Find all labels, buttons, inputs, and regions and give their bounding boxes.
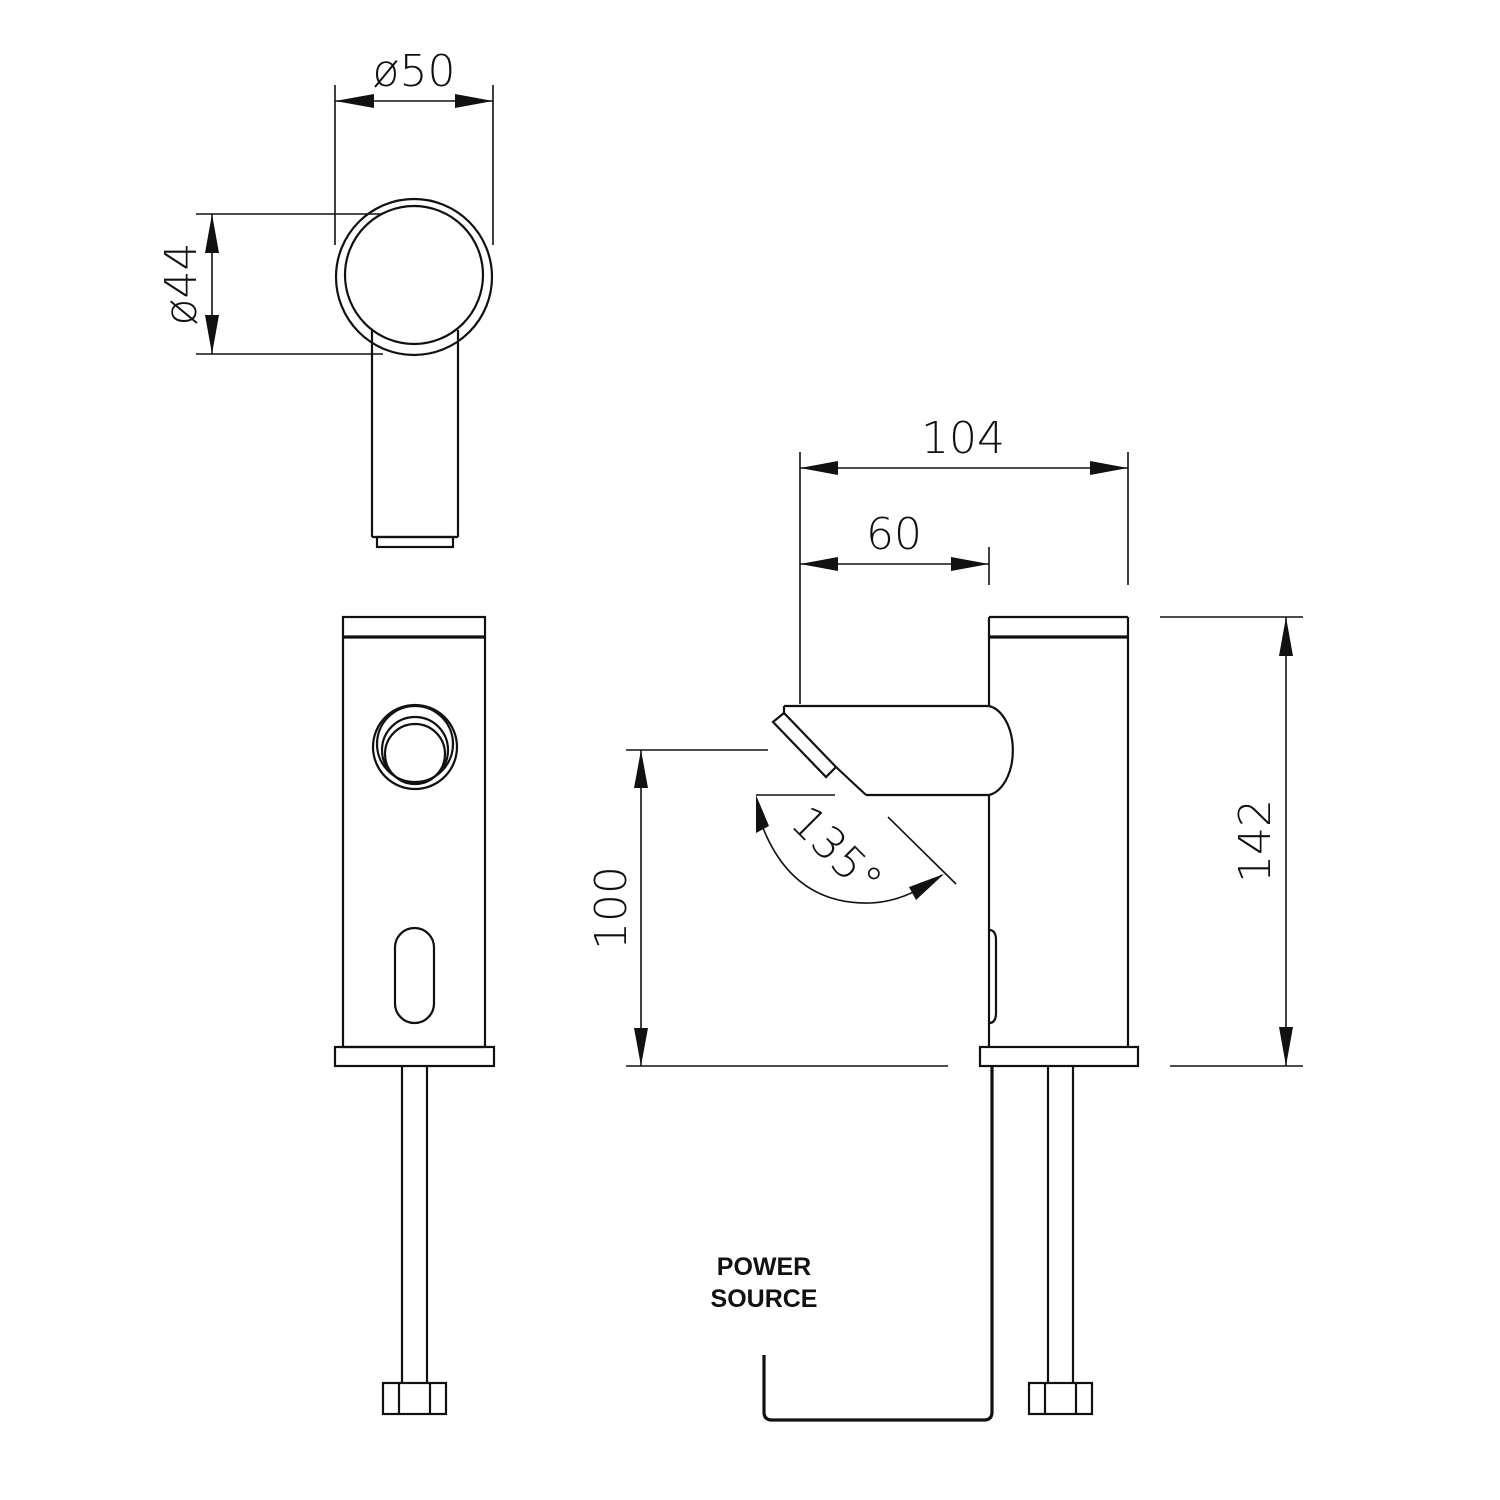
power-cable <box>762 1066 994 1422</box>
dim-total-depth: 104 <box>921 413 1005 464</box>
dim-arrow-icon <box>634 750 648 788</box>
side-view: 104 60 100 142 135° <box>586 413 1303 1422</box>
hose-nut-icon <box>1027 1381 1094 1416</box>
dim-total-height: 142 <box>1230 799 1281 883</box>
dim-arrow-icon <box>800 557 838 571</box>
dim-spout-reach: 60 <box>866 509 922 560</box>
dim-arrow-icon <box>1279 1027 1293 1066</box>
dim-spout-height: 100 <box>586 866 637 950</box>
dim-arrow-icon <box>951 557 989 571</box>
dim-arrow-icon <box>335 94 374 108</box>
dim-spout-angle: 135° <box>781 796 892 907</box>
dim-arrow-icon <box>1279 617 1293 656</box>
dim-arrow-icon <box>455 94 493 108</box>
sensor-window-icon <box>393 926 436 1025</box>
dim-arrow-icon <box>756 795 769 833</box>
top-view: ø50 ø44 <box>156 46 494 549</box>
dim-spout-diameter: ø50 <box>373 46 456 97</box>
front-view <box>333 615 496 1416</box>
dim-arrow-icon <box>205 315 219 354</box>
hose-nut-icon <box>381 1381 448 1416</box>
sensor-button-icon <box>371 703 459 791</box>
power-source-line1: POWER <box>717 1253 811 1281</box>
dim-arrow-icon <box>1090 461 1128 475</box>
power-source-line2: SOURCE <box>711 1285 818 1313</box>
dim-arrow-icon <box>634 1028 648 1066</box>
dim-body-diameter: ø44 <box>156 243 207 326</box>
dim-arrow-icon <box>800 461 838 475</box>
aerator-icon <box>771 711 838 779</box>
dim-arrow-icon <box>909 874 944 900</box>
power-source-label: POWER SOURCE <box>711 1253 818 1313</box>
dim-arrow-icon <box>205 214 219 253</box>
